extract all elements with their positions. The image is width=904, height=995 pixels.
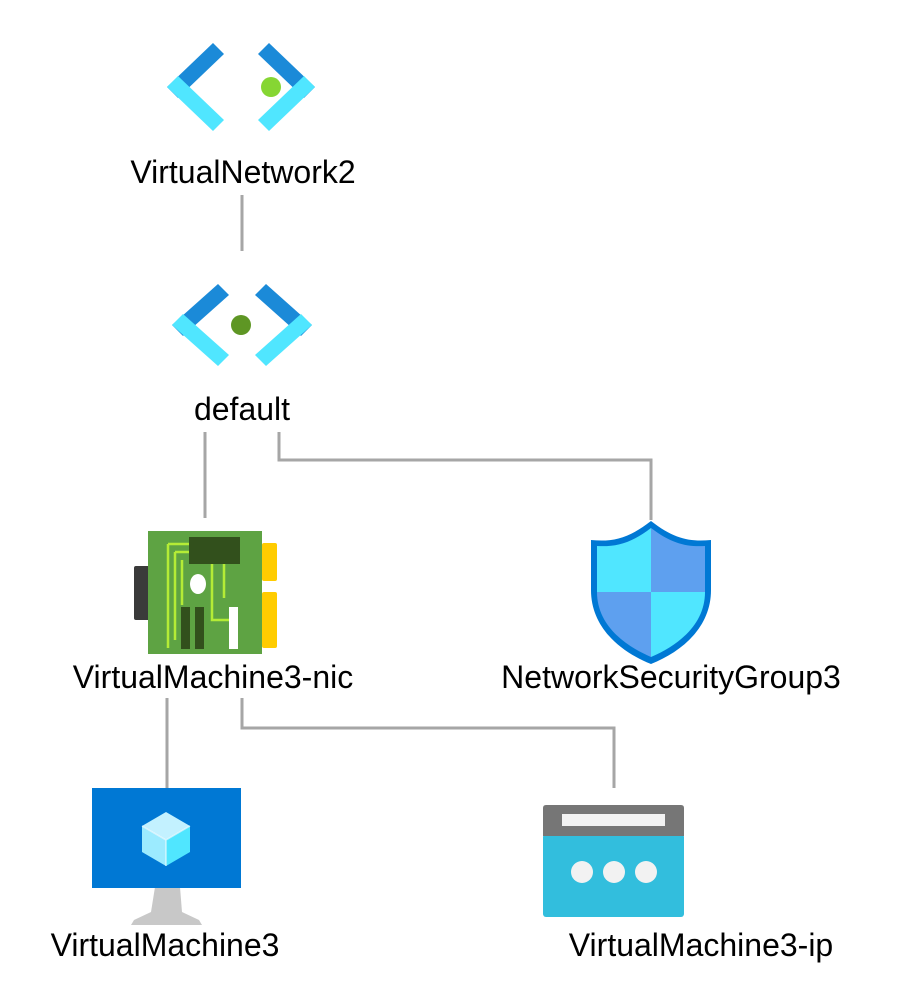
node-network-security-group[interactable]: NetworkSecurityGroup3: [501, 521, 841, 695]
node-subnet[interactable]: default: [172, 284, 312, 427]
connectors: [165, 195, 653, 788]
virtual-network-icon: [167, 43, 315, 131]
node-virtual-machine[interactable]: VirtualMachine3: [51, 788, 280, 963]
node-label: NetworkSecurityGroup3: [501, 659, 841, 695]
node-virtual-network[interactable]: VirtualNetwork2: [130, 43, 356, 190]
node-public-ip[interactable]: VirtualMachine3-ip: [543, 805, 833, 963]
virtual-machine-icon: [92, 788, 241, 925]
subnet-icon: [172, 284, 312, 366]
node-label: default: [194, 391, 290, 427]
public-ip-icon: [543, 805, 684, 917]
edge-subnet-to-nsg: [277, 432, 653, 520]
node-label: VirtualMachine3-ip: [569, 927, 833, 963]
network-interface-icon: [134, 531, 277, 654]
node-label: VirtualNetwork2: [130, 154, 355, 190]
node-network-interface[interactable]: VirtualMachine3-nic: [73, 531, 353, 695]
edge-nic-to-pip: [240, 698, 616, 788]
node-label: VirtualMachine3-nic: [73, 659, 353, 695]
node-label: VirtualMachine3: [51, 927, 280, 963]
network-security-group-icon: [591, 521, 711, 664]
